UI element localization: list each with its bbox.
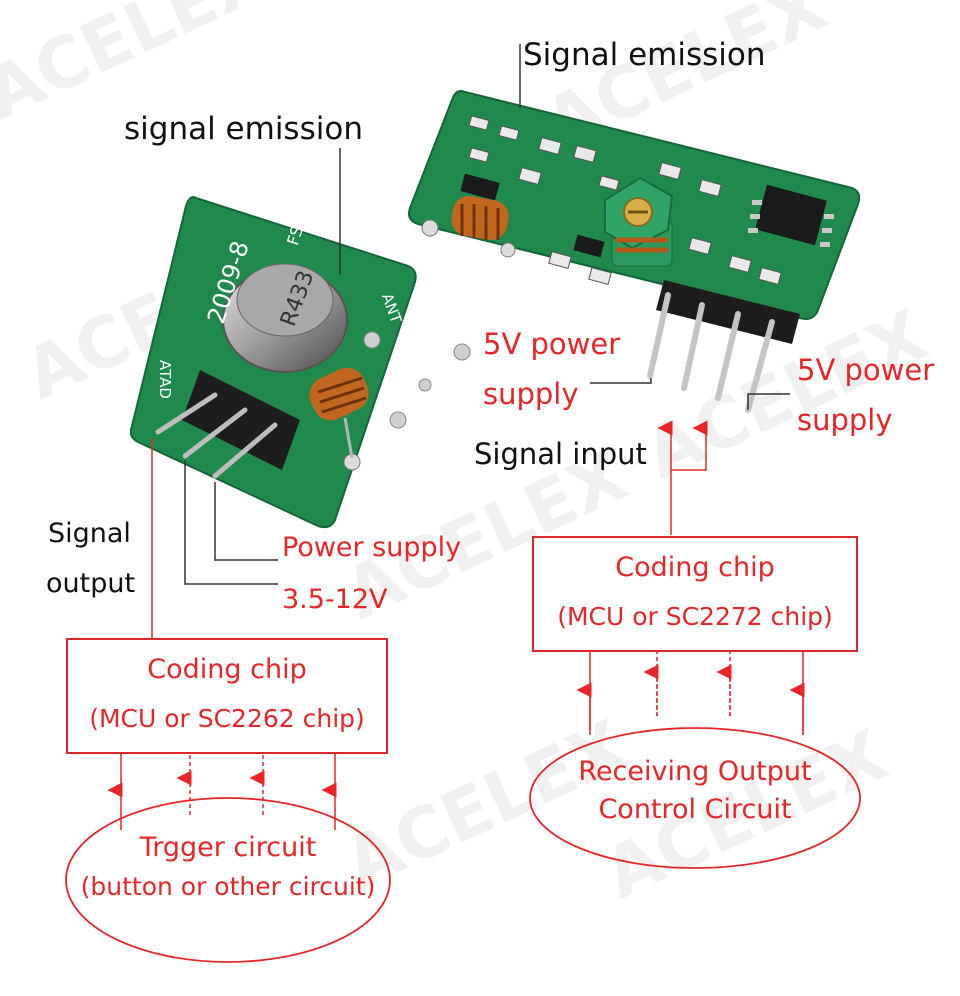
transmitter-coding-chip-box: Coding chip (MCU or SC2262 chip) — [66, 638, 388, 754]
receiving-output-title: Receiving Output — [578, 756, 812, 787]
trigger-circuit-ellipse — [65, 797, 391, 963]
power-supply-label: Power supply — [282, 532, 462, 563]
signal-input-label: Signal input — [474, 437, 647, 471]
receiving-output-ellipse — [529, 727, 861, 869]
voltage-label: 3.5-12V — [282, 584, 388, 615]
receiver-coding-chip-title: Coding chip — [615, 552, 775, 583]
receiving-output-detail: Control Circuit — [598, 794, 792, 825]
receiver-board — [408, 90, 861, 413]
right-power-label-1: 5V power — [797, 353, 935, 387]
receiver-coil — [451, 195, 509, 241]
receiver-connections — [529, 420, 861, 869]
transmitter-coil — [309, 367, 369, 459]
tuning-inductor — [604, 176, 674, 267]
callout-lines — [184, 44, 790, 585]
transmitter-emission-label: signal emission — [124, 111, 363, 147]
transmitter-coding-chip-title: Coding chip — [147, 654, 307, 685]
trigger-circuit-title: Trgger circuit — [139, 832, 317, 863]
trigger-circuit-detail: (button or other circuit) — [80, 872, 376, 901]
signal-output-label-2: output — [46, 568, 136, 599]
left-power-label-2: supply — [483, 377, 579, 411]
pin-marking: ATAD — [156, 360, 174, 399]
receiver-coding-chip-detail: (MCU or SC2272 chip) — [557, 602, 833, 631]
signal-output-label-1: Signal — [48, 518, 131, 549]
transmitter-board: R433 2009-8 FS1000A ATAD ANT — [129, 174, 471, 529]
transmitter-coding-chip-detail: (MCU or SC2262 chip) — [89, 704, 365, 733]
right-power-label-2: supply — [797, 403, 893, 437]
receiver-emission-label: Signal emission — [523, 37, 766, 73]
receiver-coding-chip-box: Coding chip (MCU or SC2272 chip) — [532, 536, 858, 652]
transmitter-connections — [65, 438, 391, 963]
receiver-ic — [755, 184, 827, 246]
left-power-label-1: 5V power — [483, 327, 621, 361]
